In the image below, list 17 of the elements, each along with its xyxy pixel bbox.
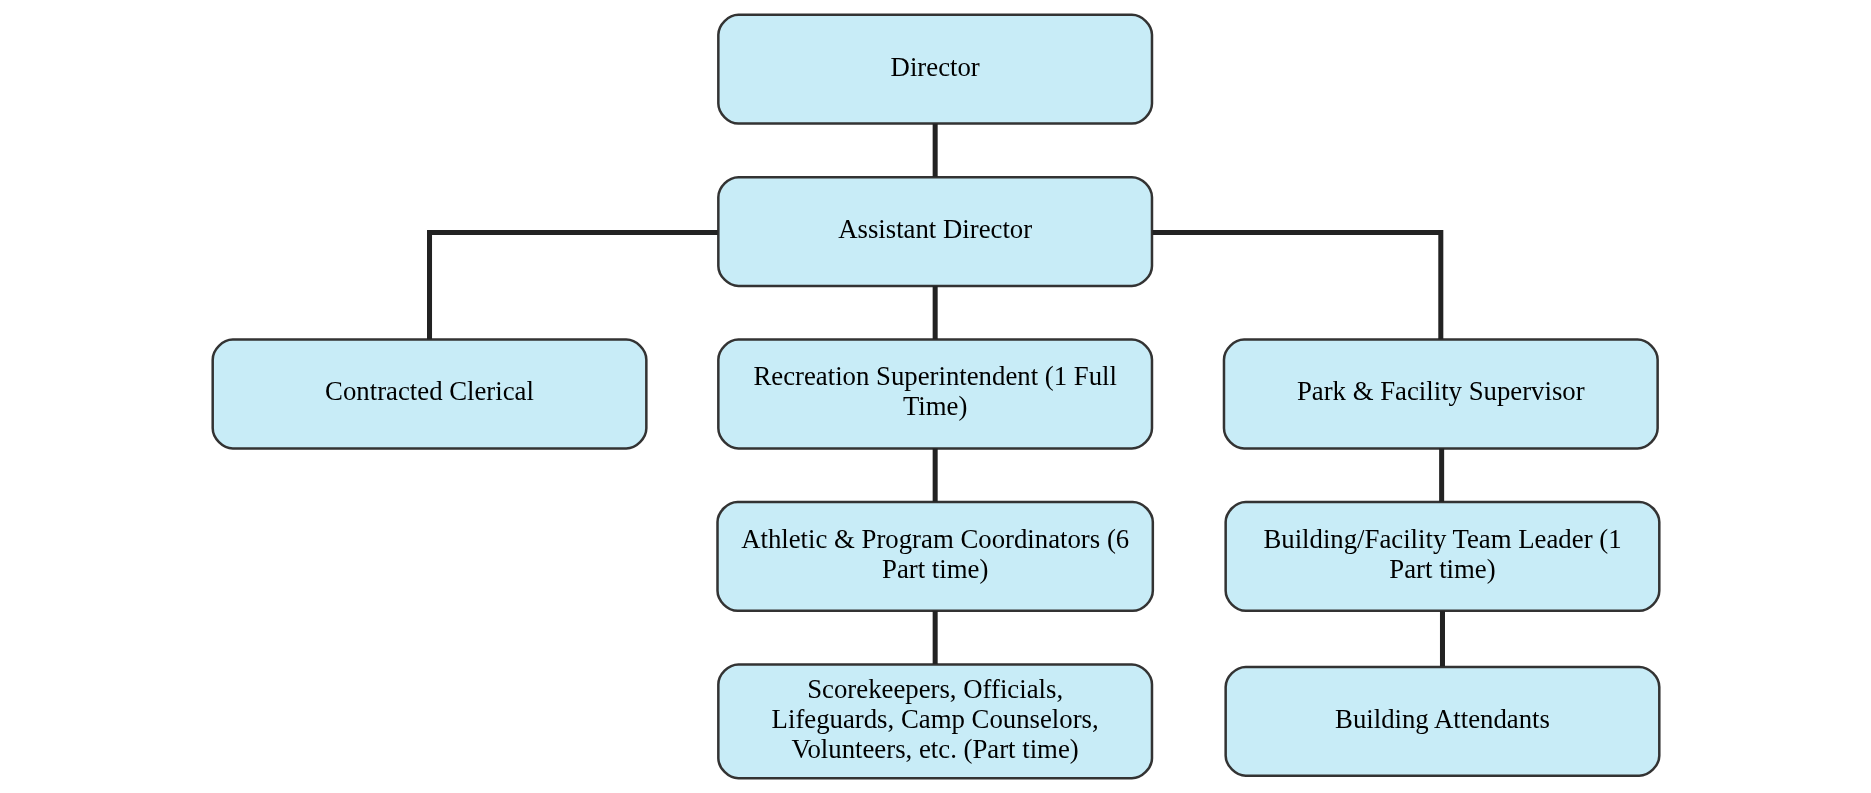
connector: [1152, 229, 1443, 340]
connector: [932, 610, 938, 665]
node-box: Scorekeepers, Officials, Lifeguards, Camp Counselors, Volunteers, etc. (Part time): [716, 663, 1153, 780]
node-box: Building/Facility Team Leader (1 Part time): [1223, 500, 1661, 613]
connector: [932, 286, 938, 340]
connector: [1438, 448, 1444, 502]
node-box: Contracted Clerical: [210, 338, 648, 450]
connector: [426, 229, 718, 340]
node-box: Assistant Director: [716, 175, 1153, 288]
node-box: Building Attendants: [1223, 665, 1661, 777]
connector: [932, 123, 938, 177]
node-box: Athletic & Program Coordinators (6 Part time): [715, 500, 1154, 613]
connector: [1439, 610, 1445, 667]
node-box: Park & Facility Supervisor: [1222, 338, 1659, 450]
node-box: Recreation Superintendent (1 Full Time): [716, 338, 1153, 450]
node-box: Director: [716, 13, 1153, 125]
connector: [932, 448, 938, 502]
